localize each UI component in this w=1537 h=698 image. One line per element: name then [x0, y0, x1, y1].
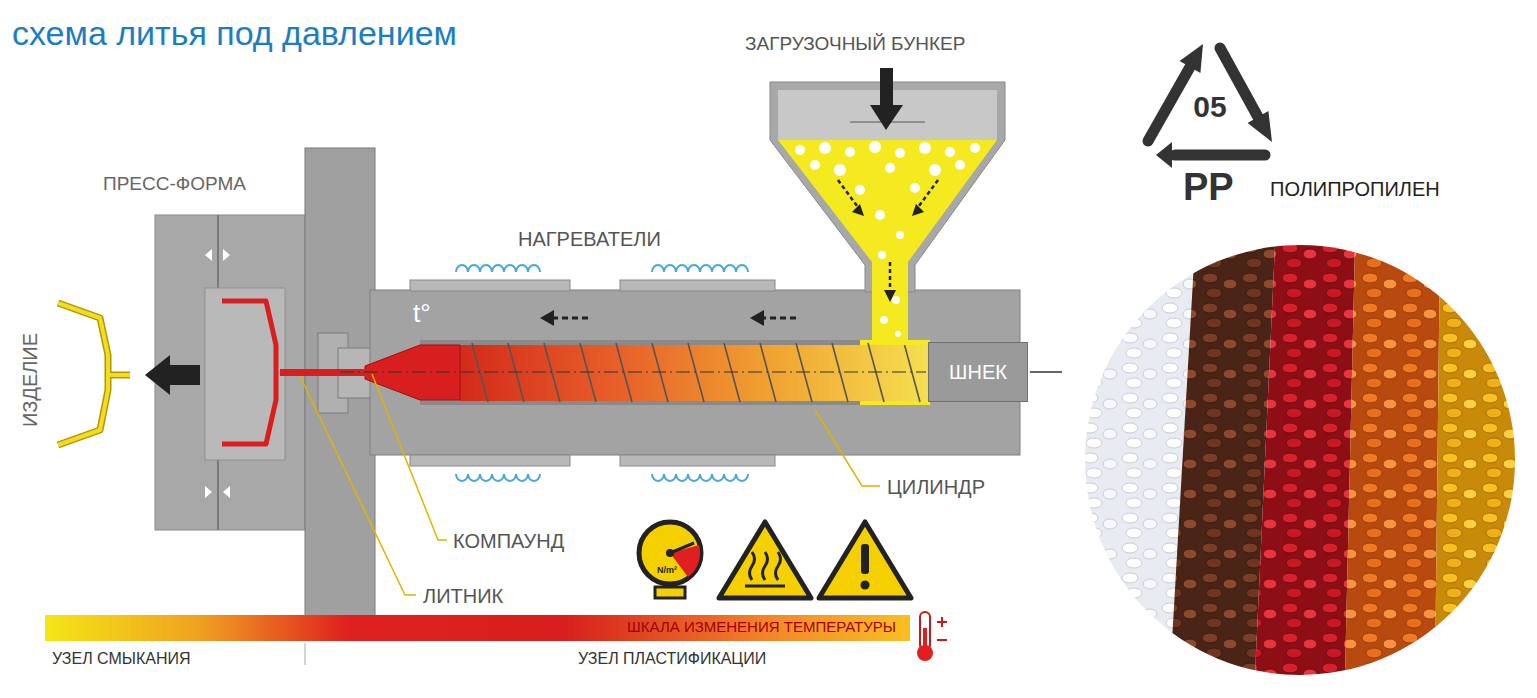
part-label: ЛИТНИК: [423, 585, 503, 608]
diagram-title: схема литья под давлением: [12, 14, 457, 53]
section-label: УЗЕЛ ПЛАСТИФИКАЦИИ: [578, 650, 766, 668]
material-code: PP: [1183, 166, 1234, 210]
part-label: ЗАГРУЗОЧНЫЙ БУНКЕР: [745, 33, 965, 55]
part-label: ИЗДЕЛИЕ: [19, 333, 42, 427]
part-label: КОМПАУНД: [453, 530, 564, 553]
gauge-unit: N/m²: [657, 565, 677, 575]
screw-shaft: ШНЕК: [928, 342, 1028, 402]
node-text: ШНЕК: [929, 361, 1027, 384]
node-text: 05: [1130, 90, 1290, 125]
part-label: ЦИЛИНДР: [887, 476, 985, 499]
node-text: ШКАЛА ИЗМЕНЕНИЯ ТЕМПЕРАТУРЫ: [45, 618, 910, 635]
section-label: УЗЕЛ СМЫКАНИЯ: [52, 650, 191, 668]
temperature-scale-band: ШКАЛА ИЗМЕНЕНИЯ ТЕМПЕРАТУРЫ: [45, 615, 910, 641]
recycling-symbol: 05: [1130, 20, 1290, 170]
material-name: ПОЛИПРОПИЛЕН: [1270, 178, 1440, 201]
part-label: ПРЕСС-ФОРМА: [103, 173, 246, 195]
part-label: НАГРЕВАТЕЛИ: [518, 228, 661, 251]
temperature-symbol: t°: [413, 299, 431, 329]
